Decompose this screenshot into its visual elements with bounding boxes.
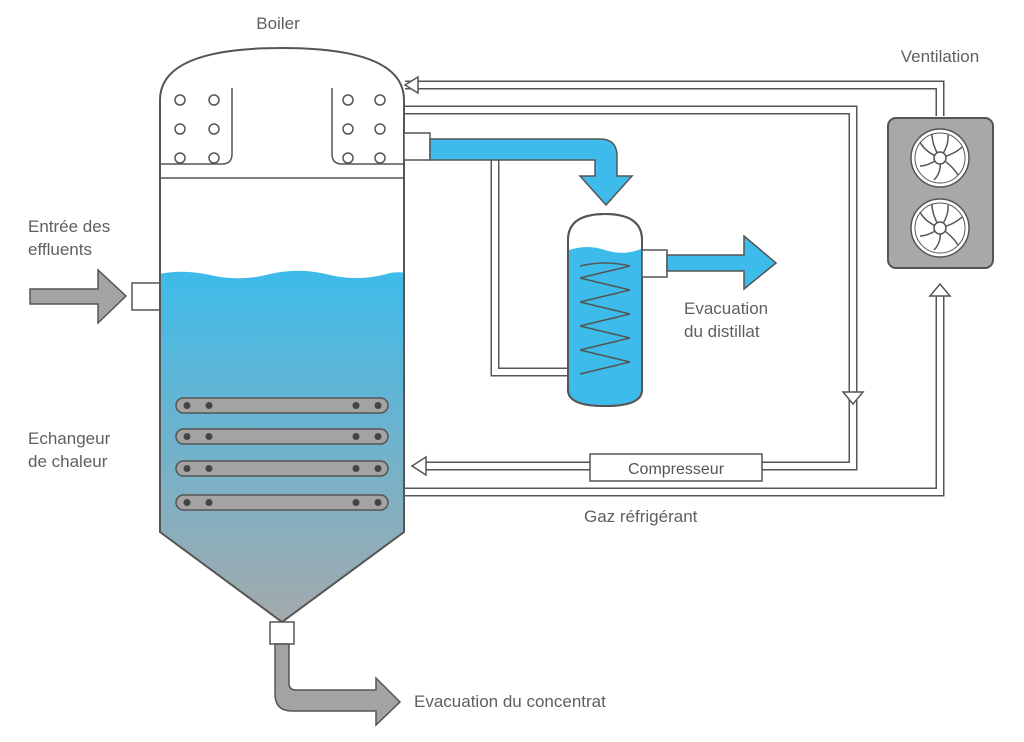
compressor: Compresseur [589, 453, 763, 482]
bottom-nozzle [269, 621, 295, 645]
refrigerant-gas-label: Gaz réfrigérant [584, 507, 698, 526]
boiler-liquid [160, 270, 404, 622]
steam-nozzle [403, 132, 431, 161]
condenser-coil [579, 262, 631, 375]
exchanger-label-1: Echangeur [28, 429, 111, 448]
ventilation-label: Ventilation [901, 47, 979, 66]
arrow-icon [29, 268, 128, 325]
arrow-icon [429, 138, 634, 207]
heat-exchanger-tubes [175, 397, 389, 511]
arrowhead-boiler-top-icon [403, 75, 419, 95]
condenser [567, 212, 778, 408]
boiler-vessel [159, 46, 431, 645]
concentrate-out-label: Evacuation du concentrat [414, 692, 606, 711]
boiler-label: Boiler [256, 14, 300, 33]
arrow-icon [666, 234, 778, 291]
ventilation-unit [887, 117, 994, 269]
distillate-label-2: du distillat [684, 322, 760, 341]
effluent-in-label-1: Entrée des [28, 217, 110, 236]
arrowhead-exchanger-icon [410, 455, 427, 477]
arrow-icon [274, 643, 402, 727]
concentrate-outlet [274, 643, 402, 727]
distillate-label-1: Evacuation [684, 299, 768, 318]
condenser-liquid [569, 247, 641, 405]
exchanger-label-2: de chaleur [28, 452, 108, 471]
compressor-label: Compresseur [628, 461, 725, 478]
fan-icon [910, 198, 970, 258]
arrowhead-up-icon [928, 282, 952, 297]
demister-left [160, 88, 233, 165]
pipe-condenser-loop [490, 156, 570, 377]
fan-icon [910, 128, 970, 188]
steam-flow [429, 138, 634, 207]
effluent-inlet [29, 268, 161, 325]
demister-holes [174, 94, 386, 164]
arrowhead-down-icon [841, 391, 865, 406]
demister-right [331, 88, 404, 165]
effluent-in-label-2: effluents [28, 240, 92, 259]
refrigerant-loop [403, 75, 952, 497]
condenser-nozzle [641, 249, 668, 278]
